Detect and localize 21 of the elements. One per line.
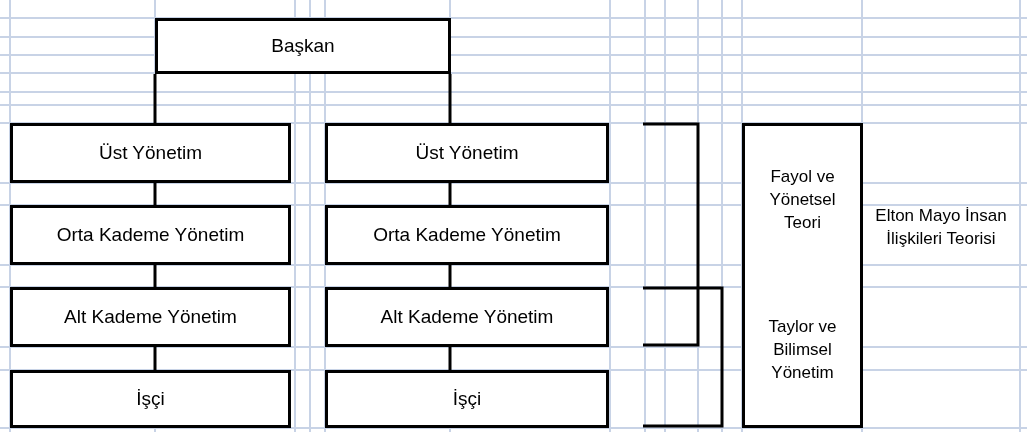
org-box: Orta Kademe Yönetim xyxy=(325,205,609,265)
connector-line xyxy=(448,265,452,287)
node-label: Fayol ve Yönetsel Teori xyxy=(768,166,837,235)
theory-label: Elton Mayo İnsan İlişkileri Teorisi xyxy=(874,205,1008,250)
org-box: Üst Yönetim xyxy=(325,123,609,183)
org-box: Alt Kademe Yönetim xyxy=(325,287,609,347)
connector-line xyxy=(448,347,452,370)
org-box: Üst Yönetim xyxy=(10,123,291,183)
connector-line xyxy=(153,265,157,287)
org-box: Alt Kademe Yönetim xyxy=(10,287,291,347)
connector-line xyxy=(153,347,157,370)
node-label: Taylor ve Bilimsel Yönetim xyxy=(767,315,838,384)
org-box: İşçi xyxy=(325,370,609,428)
connector-line xyxy=(153,74,157,123)
connector-line xyxy=(153,183,157,205)
theory-box xyxy=(742,123,863,428)
connector-line xyxy=(448,74,452,123)
org-box: Orta Kademe Yönetim xyxy=(10,205,291,265)
org-box: Başkan xyxy=(155,18,451,74)
org-box: İşçi xyxy=(10,370,291,428)
connector-line xyxy=(448,183,452,205)
